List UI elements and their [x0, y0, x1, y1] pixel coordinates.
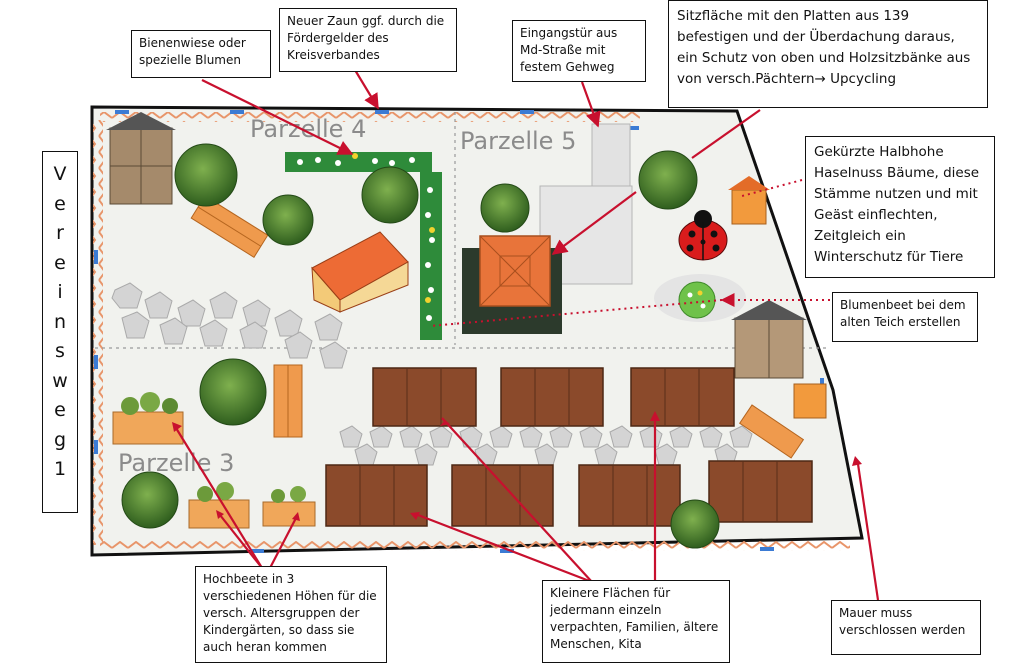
fence-bottom — [100, 541, 850, 551]
small-plots — [325, 367, 813, 527]
bench-right — [739, 404, 805, 459]
note-zaun: Neuer Zaun ggf. durch die Fördergelder d… — [279, 8, 457, 72]
street-letter: r — [56, 222, 64, 244]
note-haselnuss: Gekürzte Halbhohe Haselnuss Bäume, diese… — [805, 136, 995, 278]
street-letter: n — [53, 310, 67, 333]
fence-top — [100, 112, 640, 122]
street-letter: i — [57, 281, 63, 303]
note-bienenwiese: Bienenwiese oder spezielle Blumen — [131, 30, 271, 78]
insect-hotel-top — [106, 112, 176, 205]
note-hochbeete: Hochbeete in 3 verschiedenen Höhen für d… — [195, 566, 387, 663]
street-letter: s — [55, 340, 65, 362]
insect-hotel-right — [731, 300, 807, 379]
note-kleinere-flaechen: Kleinere Flächen für jedermann einzeln v… — [542, 580, 730, 663]
garden-house — [311, 231, 409, 313]
flower-bed — [678, 281, 716, 319]
street-letter: e — [54, 399, 66, 421]
note-eingang: Eingangstür aus Md-Straße mit festem Geh… — [512, 20, 646, 82]
note-blumenbeet: Blumenbeet bei dem alten Teich erstellen — [832, 292, 978, 342]
street-letter: e — [54, 251, 66, 274]
small-hut-top — [728, 176, 770, 225]
street-letter: g — [53, 428, 67, 451]
fence-left — [93, 120, 103, 545]
trees — [121, 143, 720, 549]
street-letter: V — [53, 163, 67, 185]
street-letter: e — [54, 192, 66, 215]
raised-bed-right — [262, 486, 316, 527]
pavilion — [479, 235, 551, 307]
raised-bed-left — [112, 392, 184, 445]
stepping-stones-upper — [111, 282, 348, 369]
street-letter: w — [52, 369, 68, 392]
parcel-3-label: Parzelle 3 — [118, 449, 234, 477]
small-hut-bottom — [793, 383, 827, 419]
note-sitzflaeche: Sitzfläche mit den Platten aus 139 befes… — [668, 0, 988, 108]
street-letter: 1 — [53, 458, 67, 480]
ladybug-icon — [678, 210, 728, 261]
note-mauer: Mauer muss verschlossen werden — [831, 600, 981, 655]
parcel-4-label: Parzelle 4 — [250, 115, 366, 143]
bench-upper-left — [190, 195, 269, 258]
stepping-stones-lower — [339, 425, 753, 466]
bench-middle-left — [273, 364, 303, 438]
annotation-arrows — [175, 69, 880, 601]
parcel-5-label: Parzelle 5 — [460, 127, 576, 155]
